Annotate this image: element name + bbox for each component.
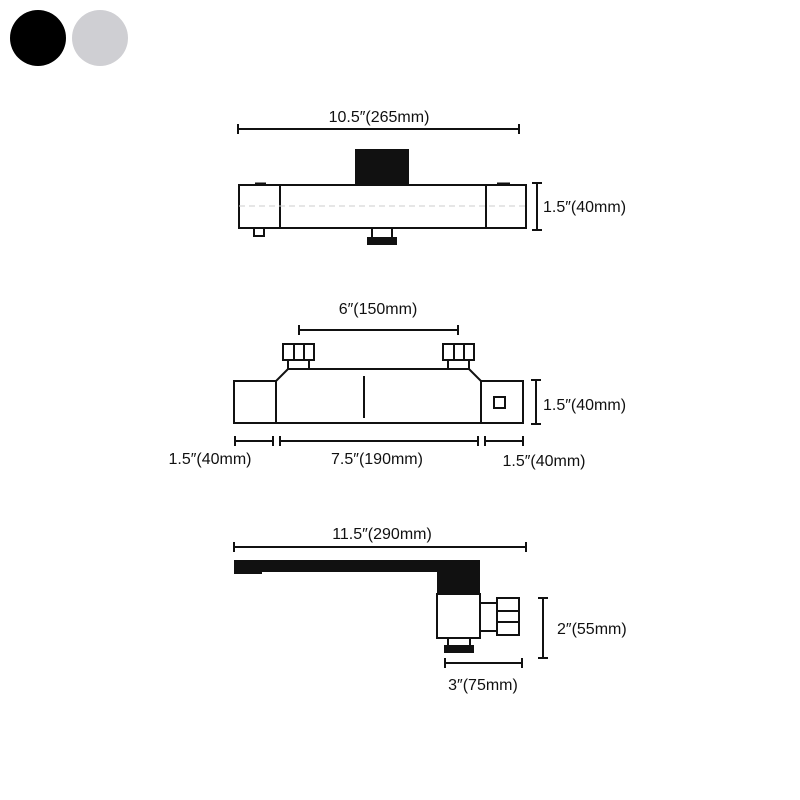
side-view bbox=[233, 542, 548, 668]
color-swatch-black[interactable] bbox=[10, 10, 66, 66]
top-height-label: 1.5″(40mm) bbox=[543, 199, 626, 216]
front-height-label: 1.5″(40mm) bbox=[543, 397, 626, 414]
front-right-cap-square bbox=[493, 396, 506, 409]
top-width-label: 10.5″(265mm) bbox=[329, 109, 430, 126]
side-height-label: 2″(55mm) bbox=[557, 621, 627, 638]
top-handle-block bbox=[355, 149, 409, 186]
top-outlet-neck bbox=[371, 227, 393, 239]
side-outlet-cap bbox=[444, 645, 474, 653]
front-center-label: 7.5″(190mm) bbox=[331, 451, 423, 468]
color-swatch-chrome[interactable] bbox=[72, 10, 128, 66]
front-left-label: 1.5″(40mm) bbox=[168, 451, 251, 468]
front-left-cap bbox=[233, 380, 277, 424]
front-nut-left bbox=[282, 343, 315, 370]
side-nut bbox=[496, 597, 520, 636]
top-outlet-cap bbox=[367, 237, 397, 245]
front-main-body bbox=[275, 368, 482, 424]
top-view bbox=[237, 124, 542, 245]
side-spout bbox=[234, 560, 480, 594]
side-connector bbox=[479, 602, 498, 632]
side-valve-body bbox=[436, 593, 481, 639]
top-stub-left bbox=[253, 227, 265, 237]
front-nut-right bbox=[442, 343, 475, 370]
front-spacing-label: 6″(150mm) bbox=[339, 301, 418, 318]
side-outlet-neck bbox=[447, 637, 471, 647]
front-view bbox=[233, 325, 541, 446]
front-right-label: 1.5″(40mm) bbox=[502, 453, 585, 470]
side-depth-label: 3″(75mm) bbox=[448, 677, 518, 694]
top-body bbox=[238, 184, 527, 229]
side-length-label: 11.5″(290mm) bbox=[332, 526, 432, 543]
